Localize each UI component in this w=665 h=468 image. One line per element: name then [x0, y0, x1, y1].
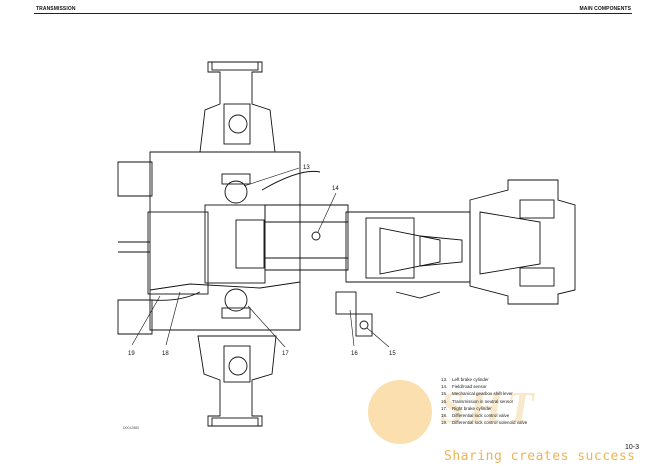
header-section-title: TRANSMISSION	[36, 6, 76, 12]
watermark-logo: SHT	[440, 383, 538, 432]
watermark-slogan: Sharing creates success	[444, 449, 636, 464]
callout-13: 13	[303, 165, 310, 171]
callout-17: 17	[282, 351, 289, 357]
legend-row: 13.Left brake cylinder	[441, 377, 489, 382]
header-rule	[34, 13, 632, 14]
legend-row: 15.Mechanical gearbox shift lever	[441, 391, 513, 397]
legend-row: 14.Field/road sensor	[441, 384, 487, 390]
callout-labels: 13 14 15 16 17 18 19	[128, 165, 396, 357]
header-chapter-title: MAIN COMPONENTS	[579, 6, 631, 12]
callout-19: 19	[128, 351, 135, 357]
legend-row: 16.Transmission in neutral sensor	[441, 398, 514, 404]
callout-16: 16	[351, 351, 358, 357]
callout-leaders	[131, 167, 390, 348]
callout-14: 14	[332, 186, 339, 192]
legend-row: 19.Differential lock control solenoid va…	[441, 420, 528, 426]
legend-row: 17.Right brake cylinder	[441, 405, 492, 411]
watermark-circle	[368, 380, 432, 444]
drawing-linework	[117, 61, 576, 427]
legend-row: 18.Differential lock control valve	[441, 413, 510, 419]
page-number: 10-3	[624, 444, 639, 451]
component-legend: 13.Left brake cylinder 14.Field/road sen…	[441, 376, 527, 426]
callout-15: 15	[389, 351, 396, 357]
figure-code: D0012880	[123, 426, 140, 430]
callout-18: 18	[162, 351, 169, 357]
